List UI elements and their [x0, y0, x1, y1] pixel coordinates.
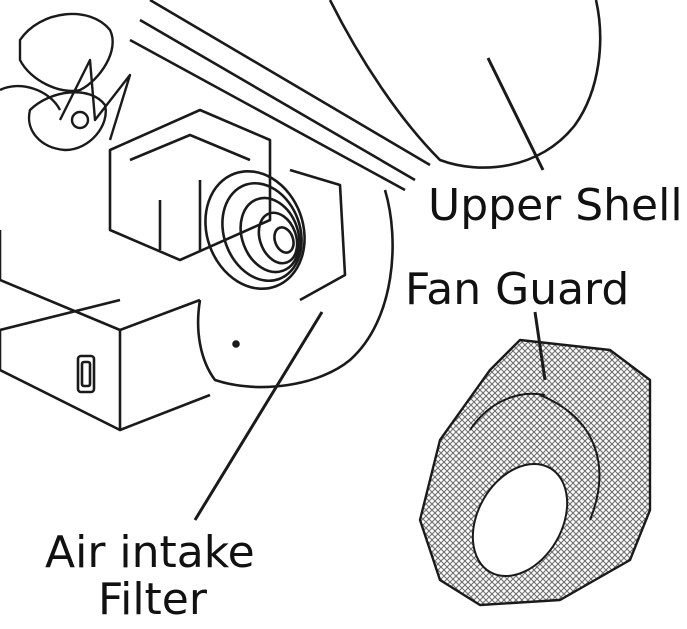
upper-shell-label: Upper Shell: [428, 180, 683, 231]
upper-shell-leader: [486, 57, 545, 171]
air-intake-label-line1: Air intake: [45, 527, 255, 578]
air-intake-label-line2: Filter: [98, 574, 208, 625]
fan-blades: [0, 12, 132, 152]
fan-guard-leader: [533, 311, 547, 381]
leader-lines: [193, 57, 547, 521]
upper-shell-part: [328, 0, 602, 169]
fan-guard-part: [418, 338, 652, 607]
motor-assembly: [108, 108, 347, 302]
fan-guard-label: Fan Guard: [405, 264, 629, 315]
air-intake-leader: [193, 311, 324, 521]
heater-housing: [0, 0, 431, 432]
